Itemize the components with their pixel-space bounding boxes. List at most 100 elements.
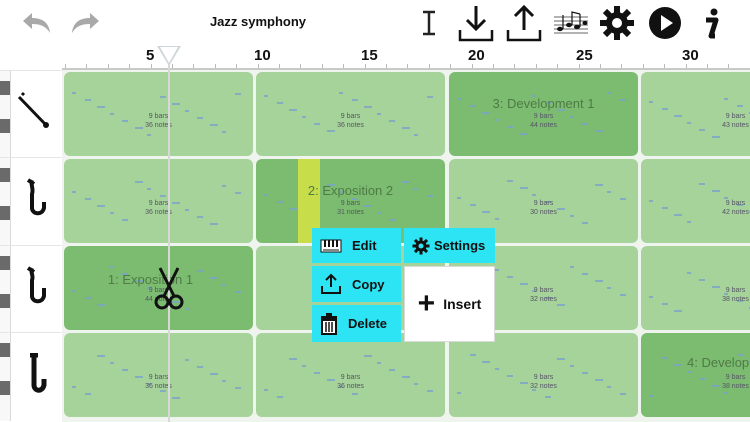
note-mark	[172, 397, 180, 399]
note-mark	[661, 207, 668, 209]
note-mark	[209, 277, 218, 279]
baritone-sax-icon	[16, 352, 56, 402]
note-mark	[582, 123, 588, 125]
note-mark	[159, 195, 166, 197]
info-icon[interactable]	[692, 4, 730, 42]
context-menu: Edit Settings Copy + Insert Delete	[312, 228, 495, 342]
insert-button[interactable]: + Insert	[404, 266, 495, 342]
ruler-tick	[343, 64, 345, 70]
play-icon[interactable]	[646, 4, 684, 42]
note-mark	[209, 124, 218, 126]
bar-count: 9 bars	[148, 287, 169, 294]
note-mark	[314, 123, 320, 125]
text-cursor-icon[interactable]	[410, 4, 448, 42]
note-count: 36 notes	[145, 122, 172, 129]
note-mark	[389, 219, 395, 221]
copy-button[interactable]: Copy	[312, 266, 401, 302]
note-mark	[482, 211, 490, 213]
note-mark	[264, 95, 268, 97]
black-key	[0, 343, 10, 357]
note-mark	[301, 116, 306, 118]
ruler-tick	[86, 64, 88, 70]
note-mark	[147, 188, 151, 190]
note-mark	[147, 134, 151, 136]
bar-count: 9 bars	[148, 200, 169, 207]
note-mark	[711, 385, 720, 387]
instrument-row[interactable]	[0, 157, 62, 246]
ruler-tick	[642, 64, 644, 70]
ruler-tick	[471, 64, 473, 70]
black-key	[0, 81, 10, 95]
note-mark	[414, 134, 418, 136]
settings-button[interactable]: Settings	[404, 228, 495, 263]
ruler-label: 25	[576, 47, 593, 64]
note-mark	[582, 222, 588, 224]
instrument-row[interactable]	[0, 332, 62, 421]
note-mark	[519, 283, 528, 285]
note-mark	[172, 202, 180, 204]
note-count: 36 notes	[337, 383, 364, 390]
ruler-tick	[600, 64, 601, 70]
note-mark	[134, 181, 143, 183]
ruler-tick	[535, 64, 537, 70]
redo-icon[interactable]	[66, 4, 104, 42]
note-mark	[544, 102, 551, 104]
download-icon[interactable]	[457, 4, 495, 42]
share-icon	[321, 273, 341, 294]
note-count: 32 notes	[530, 383, 557, 390]
edit-button[interactable]: Edit	[312, 228, 401, 263]
note-mark	[222, 131, 226, 133]
note-mark	[426, 390, 433, 392]
note-mark	[109, 212, 114, 214]
section-title: 3: Development 1	[492, 96, 595, 111]
note-mark	[289, 358, 297, 360]
upload-icon[interactable]	[505, 4, 543, 42]
note-mark	[482, 112, 490, 114]
gear-icon[interactable]	[598, 4, 636, 42]
note-mark	[234, 93, 241, 95]
note-mark	[699, 129, 705, 131]
note-mark	[134, 376, 143, 378]
note-mark	[97, 106, 105, 108]
note-mark	[607, 287, 611, 289]
note-mark	[351, 99, 358, 101]
note-mark	[594, 280, 603, 282]
bar-count: 9 bars	[725, 113, 746, 120]
delete-button[interactable]: Delete	[312, 305, 401, 342]
note-mark	[84, 393, 91, 395]
note-mark	[197, 117, 203, 119]
note-mark	[457, 197, 461, 199]
music-score-icon[interactable]	[552, 4, 590, 42]
note-mark	[494, 218, 499, 220]
instrument-row[interactable]	[0, 245, 62, 334]
note-mark	[532, 95, 536, 97]
note-mark	[544, 297, 551, 299]
instrument-row[interactable]	[0, 70, 62, 159]
note-mark	[122, 369, 128, 371]
insert-label: Insert	[443, 296, 482, 312]
note-mark	[376, 212, 381, 214]
undo-icon[interactable]	[18, 4, 56, 42]
note-mark	[594, 130, 603, 132]
note-mark	[84, 297, 91, 299]
note-mark	[569, 116, 574, 118]
note-mark	[724, 392, 728, 394]
scissors-icon[interactable]	[152, 266, 186, 310]
